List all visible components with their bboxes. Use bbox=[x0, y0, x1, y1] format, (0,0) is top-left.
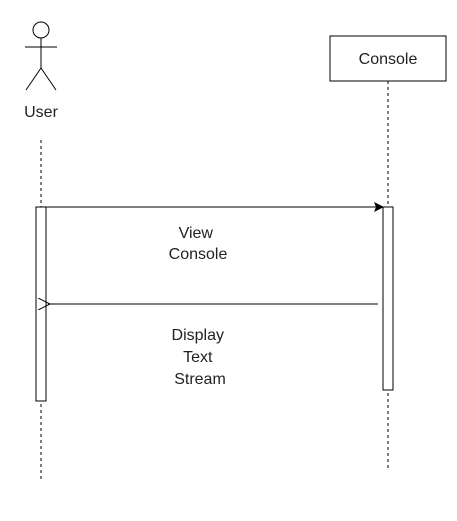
console-participant-label: Console bbox=[359, 51, 418, 68]
stick-figure-actor-icon bbox=[25, 21, 57, 91]
message-view-console: View Console bbox=[46, 202, 384, 263]
console-activation-bar bbox=[382, 206, 394, 391]
user-actor: User bbox=[24, 21, 59, 121]
console-participant: Console bbox=[329, 35, 447, 82]
message-display-text-stream-label-line: Display bbox=[172, 327, 224, 344]
console-header-box bbox=[329, 35, 447, 82]
message-display-text-stream: Display Text Stream bbox=[48, 304, 378, 388]
user-actor-label: User bbox=[24, 104, 58, 121]
message-display-text-stream-label-line: Text bbox=[183, 349, 213, 366]
message-view-console-label-line: Console bbox=[169, 246, 228, 263]
message-view-console-label-line: View bbox=[179, 225, 214, 242]
message-display-text-stream-label-line: Stream bbox=[174, 371, 226, 388]
message-display-text-stream-label: Display Text Stream bbox=[172, 327, 229, 388]
user-activation-bar bbox=[35, 206, 47, 402]
message-view-console-label: View Console bbox=[169, 225, 228, 263]
